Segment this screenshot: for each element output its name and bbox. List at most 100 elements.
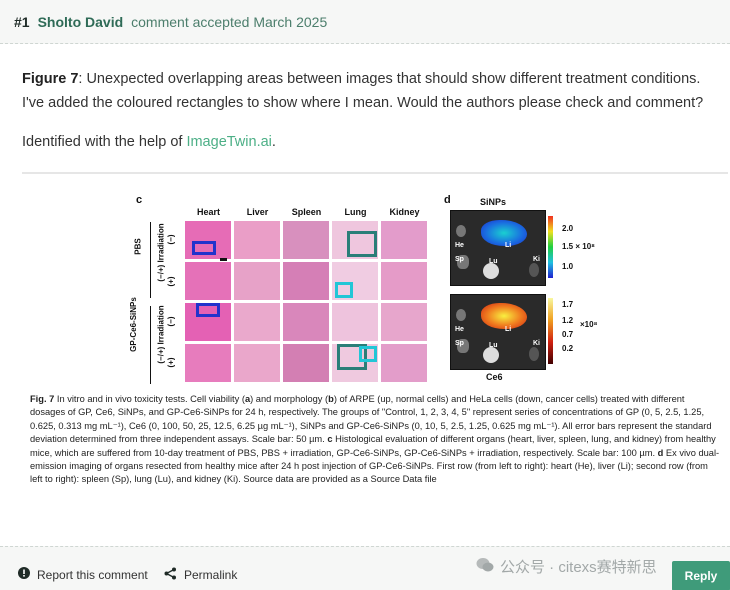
colorbar-top-tick-2: 1.5 × 10⁸ (562, 242, 595, 251)
panel-c-label: c (136, 194, 143, 206)
organ-label-he: He (455, 326, 464, 333)
histology-tile (282, 343, 330, 383)
share-icon (164, 567, 177, 583)
row-irradiation-2: (−/+) Irradiation (156, 305, 166, 364)
column-spleen: Spleen (291, 207, 322, 217)
comment-status: comment accepted March 2025 (131, 13, 328, 30)
histology-tile (331, 261, 379, 301)
colorbar-bottom-tick-3: 0.7 (562, 330, 574, 339)
bracket-line-1 (150, 222, 151, 298)
histology-tile (282, 302, 330, 342)
watermark: 公众号 · citexs赛特新思 (476, 556, 657, 577)
comment-number: #1 (14, 13, 30, 30)
permalink-label: Permalink (184, 568, 238, 582)
ex-vivo-image-sinps: He Li Sp Lu Ki (450, 210, 546, 286)
colorbar-bottom-exponent: ×10⁸ (580, 320, 598, 329)
ex-vivo-image-ce6: He Li Sp Lu Ki (450, 294, 546, 370)
colorbar-top (548, 216, 553, 278)
fluorescence-spot (481, 303, 527, 329)
organ-label-li: Li (505, 242, 512, 249)
organ-shape (529, 263, 539, 277)
organ-label-li: Li (505, 326, 512, 333)
identified-line: Identified with the help of ImageTwin.ai… (22, 130, 712, 154)
scale-bar-mark (220, 258, 227, 261)
identified-prefix: Identified with the help of (22, 134, 187, 150)
organ-label-lu: Lu (489, 342, 498, 349)
sinps-title: SiNPs (480, 197, 507, 207)
organ-shape (457, 255, 469, 269)
wechat-icon (476, 557, 494, 577)
organ-shape (456, 225, 466, 237)
row-irradiation-1: (−/+) Irradiation (156, 223, 166, 282)
histology-tile (233, 261, 281, 301)
overlap-box-teal (347, 231, 377, 257)
caption-text: Histological evaluation of different org… (30, 434, 716, 458)
comment-header: #1 Sholto David comment accepted March 2… (0, 0, 730, 44)
row-sign-4: (+) (166, 357, 176, 368)
colorbar-bottom-tick-1: 1.7 (562, 300, 574, 309)
histology-tile (184, 343, 232, 383)
divider (22, 172, 728, 174)
identified-suffix: . (271, 134, 276, 150)
overlap-box-blue (196, 303, 220, 317)
alert-icon (18, 567, 30, 582)
row-sign-2: (+) (166, 276, 176, 287)
overlap-box-cyan (335, 282, 353, 298)
column-kidney: Kidney (389, 207, 420, 217)
caption-ref-c: c (327, 434, 333, 445)
histology-tile (380, 261, 428, 301)
report-comment-link[interactable]: Report this comment (18, 567, 148, 582)
comment-author[interactable]: Sholto David (37, 13, 124, 30)
comment-body: Figure 7: Unexpected overlapping areas b… (22, 67, 712, 115)
imagetwin-link[interactable]: ImageTwin.ai (186, 134, 272, 150)
organ-shape (529, 347, 539, 361)
caption-ref-d: d (657, 447, 664, 458)
histology-tile (331, 302, 379, 342)
colorbar-top-tick-1: 2.0 (562, 224, 574, 233)
caption-label: Fig. 7 (30, 394, 55, 404)
report-comment-label: Report this comment (37, 567, 148, 582)
organ-shape (483, 347, 499, 363)
column-lung: Lung (344, 207, 367, 217)
figure-image: c d Heart Liver Spleen Lung Kidney PBS G… (22, 180, 728, 510)
permalink-link[interactable]: Permalink (164, 567, 237, 583)
watermark-text: 公众号 · citexs赛特新思 (500, 559, 657, 576)
organ-label-ki: Ki (533, 340, 540, 347)
histology-grid (184, 220, 430, 384)
bracket-line-2 (150, 306, 151, 384)
figure-caption: Fig. 7 In vitro and in vivo toxicity tes… (30, 393, 720, 487)
reply-button[interactable]: Reply (672, 561, 730, 590)
comment-footer: Report this comment Permalink Reply (0, 546, 730, 590)
organ-shape (456, 309, 466, 321)
organ-label-he: He (455, 242, 464, 249)
column-heart: Heart (196, 207, 220, 217)
histology-tile (233, 220, 281, 260)
histology-tile (380, 343, 428, 383)
colorbar-bottom (548, 298, 553, 364)
row-sign-3: (−) (166, 316, 176, 327)
organ-label-sp: Sp (455, 340, 464, 347)
organ-shape (483, 263, 499, 279)
ce6-title: Ce6 (486, 372, 503, 382)
row-group-pbs: PBS (133, 238, 143, 255)
histology-tile (233, 343, 281, 383)
fluorescence-spot (481, 220, 527, 246)
row-group-gp: GP-Ce6-SiNPs (128, 297, 138, 352)
panel-d-label: d (444, 194, 451, 206)
histology-tile (380, 220, 428, 260)
overlap-box-blue (192, 241, 216, 255)
caption-text: Ex vivo dual-emission imaging of organs … (30, 447, 720, 485)
caption-ref-b: b (328, 394, 334, 404)
histology-tile (331, 220, 379, 260)
histology-tile (233, 302, 281, 342)
colorbar-bottom-tick-4: 0.2 (562, 344, 574, 353)
organ-label-lu: Lu (489, 258, 498, 265)
histology-tile (282, 261, 330, 301)
caption-text: ) and morphology ( (250, 394, 329, 404)
comment-text: : Unexpected overlapping areas between i… (22, 71, 704, 111)
histology-tile (184, 261, 232, 301)
histology-tile (380, 302, 428, 342)
caption-text: In vitro and in vivo toxicity tests. Cel… (54, 394, 245, 404)
organ-shape (457, 339, 469, 353)
overlap-box-cyan (359, 346, 377, 362)
